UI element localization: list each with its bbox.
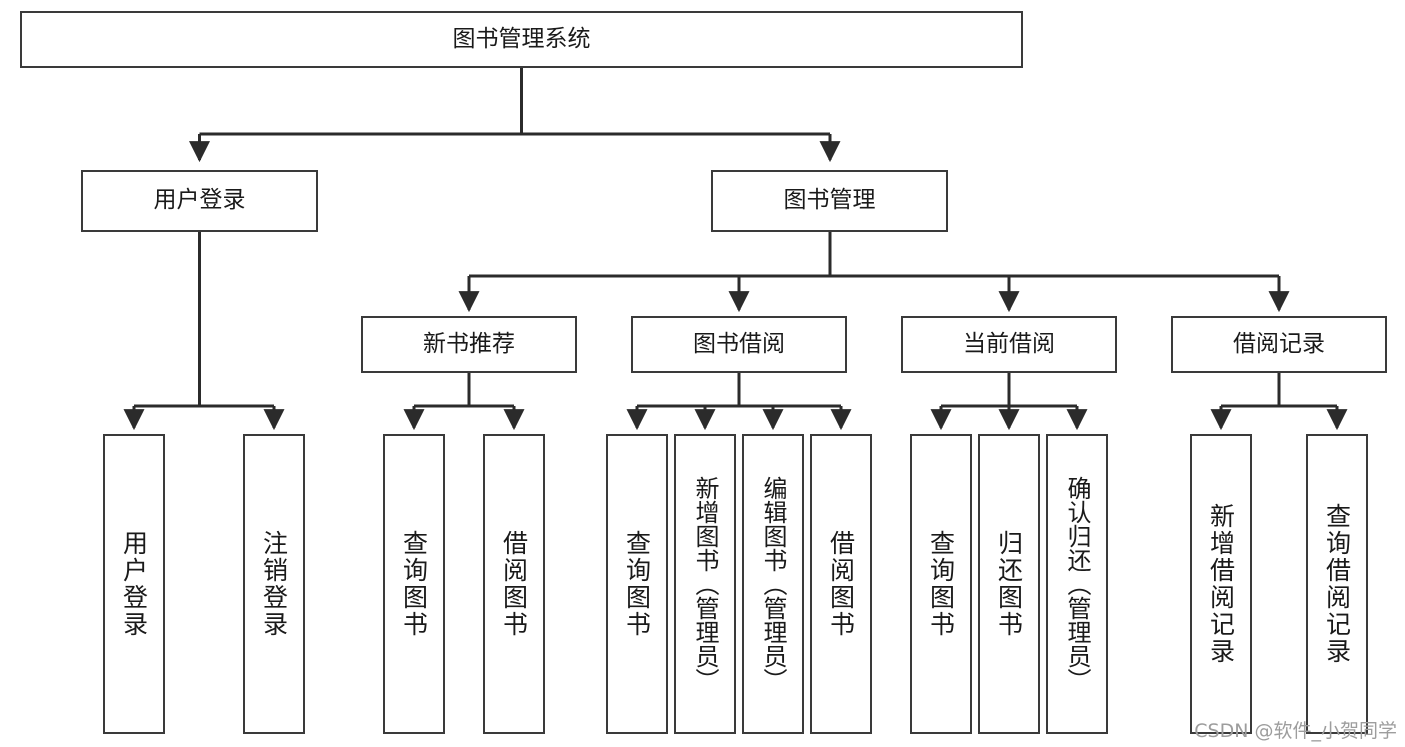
leaf-confirm-return[interactable]: 确认归还（管理员） — [1046, 434, 1108, 734]
node-root[interactable]: 图书管理系统 — [20, 11, 1023, 68]
leaf-query-record-label: 查询借阅记录 — [1322, 503, 1352, 665]
node-user-login-label: 用户登录 — [153, 187, 246, 214]
leaf-query-book-2-label: 查询图书 — [622, 530, 652, 638]
leaf-query-record[interactable]: 查询借阅记录 — [1306, 434, 1368, 734]
leaf-confirm-return-label: 确认归还（管理员） — [1063, 476, 1091, 692]
leaf-add-book-label: 新增图书（管理员） — [691, 476, 719, 692]
leaf-return-book[interactable]: 归还图书 — [978, 434, 1040, 734]
leaf-return-book-label: 归还图书 — [994, 530, 1024, 638]
leaf-query-book-1-label: 查询图书 — [399, 530, 429, 638]
node-new-book-rec-label: 新书推荐 — [423, 330, 515, 357]
node-book-manage-label: 图书管理 — [783, 187, 876, 214]
leaf-query-book-3-label: 查询图书 — [926, 530, 956, 638]
leaf-logout[interactable]: 注销登录 — [243, 434, 305, 734]
node-borrow-record-label: 借阅记录 — [1233, 330, 1325, 357]
leaf-query-book-3[interactable]: 查询图书 — [910, 434, 972, 734]
node-current-borrow[interactable]: 当前借阅 — [901, 316, 1117, 373]
leaf-borrow-book-2[interactable]: 借阅图书 — [810, 434, 872, 734]
node-book-borrow-label: 图书借阅 — [693, 330, 785, 357]
leaf-borrow-book-1-label: 借阅图书 — [499, 530, 529, 638]
leaf-edit-book[interactable]: 编辑图书（管理员） — [742, 434, 804, 734]
node-new-book-rec[interactable]: 新书推荐 — [361, 316, 577, 373]
node-root-label: 图书管理系统 — [452, 25, 591, 52]
node-book-manage[interactable]: 图书管理 — [711, 170, 948, 232]
node-book-borrow[interactable]: 图书借阅 — [631, 316, 847, 373]
leaf-user-login-label: 用户登录 — [119, 530, 149, 638]
leaf-borrow-book-1[interactable]: 借阅图书 — [483, 434, 545, 734]
node-current-borrow-label: 当前借阅 — [963, 330, 1055, 357]
leaf-logout-label: 注销登录 — [259, 530, 289, 638]
leaf-add-record[interactable]: 新增借阅记录 — [1190, 434, 1252, 734]
watermark: CSDN @软件_小贺同学 — [1194, 720, 1397, 742]
leaf-query-book-1[interactable]: 查询图书 — [383, 434, 445, 734]
leaf-user-login[interactable]: 用户登录 — [103, 434, 165, 734]
node-user-login[interactable]: 用户登录 — [81, 170, 318, 232]
leaf-query-book-2[interactable]: 查询图书 — [606, 434, 668, 734]
node-borrow-record[interactable]: 借阅记录 — [1171, 316, 1387, 373]
leaf-borrow-book-2-label: 借阅图书 — [826, 530, 856, 638]
leaf-add-record-label: 新增借阅记录 — [1206, 503, 1236, 665]
leaf-add-book[interactable]: 新增图书（管理员） — [674, 434, 736, 734]
leaf-edit-book-label: 编辑图书（管理员） — [759, 476, 787, 692]
